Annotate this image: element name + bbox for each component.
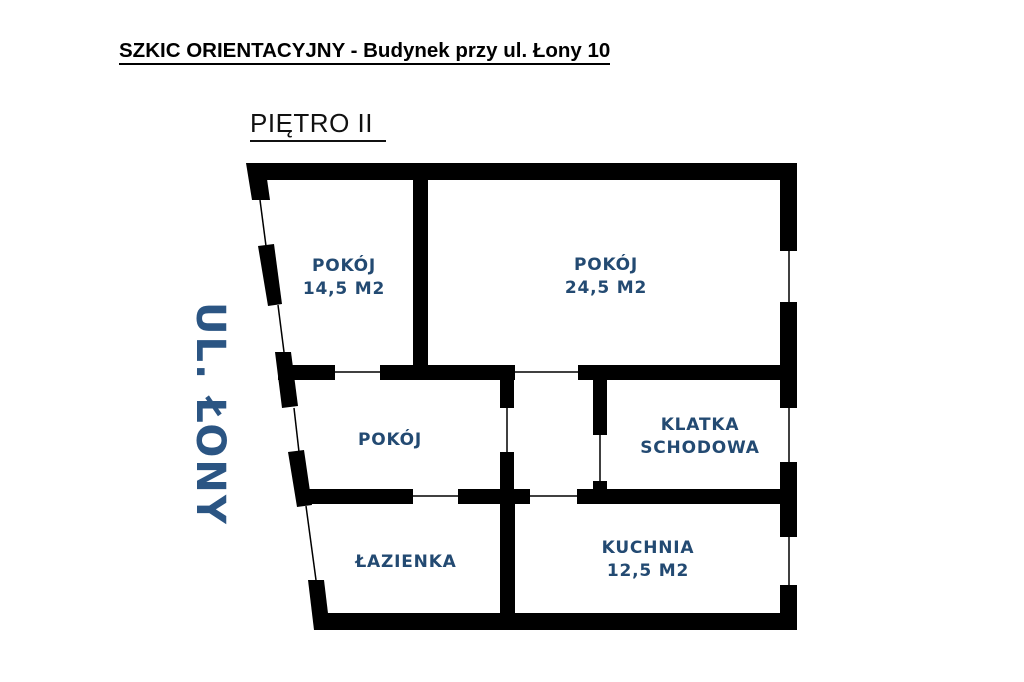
openings <box>259 199 790 585</box>
room-area: 24,5 M2 <box>565 278 647 298</box>
walls <box>246 163 797 630</box>
room-pokoj-1: POKÓJ 14,5 M2 <box>303 254 385 299</box>
floor-label: PIĘTRO II <box>250 108 386 142</box>
room-name: POKÓJ <box>312 254 376 276</box>
room-name: POKÓJ <box>358 428 422 450</box>
room-name: POKÓJ <box>574 253 638 275</box>
room-name-line2: SCHODOWA <box>640 438 760 458</box>
room-lazienka: ŁAZIENKA <box>354 552 456 572</box>
room-pokoj-2: POKÓJ 24,5 M2 <box>565 253 647 298</box>
room-name: ŁAZIENKA <box>354 552 456 572</box>
room-pokoj-3: POKÓJ <box>358 428 422 450</box>
street-label: UL. ŁONY <box>187 302 233 526</box>
page-title: SZKIC ORIENTACYJNY - Budynek przy ul. Ło… <box>119 39 611 65</box>
room-name: KLATKA <box>661 415 740 435</box>
room-kuchnia: KUCHNIA 12,5 M2 <box>602 538 695 581</box>
room-area: 14,5 M2 <box>303 279 385 299</box>
room-area: 12,5 M2 <box>607 561 689 581</box>
room-klatka-schodowa: KLATKA SCHODOWA <box>640 415 760 458</box>
room-name: KUCHNIA <box>602 538 695 558</box>
